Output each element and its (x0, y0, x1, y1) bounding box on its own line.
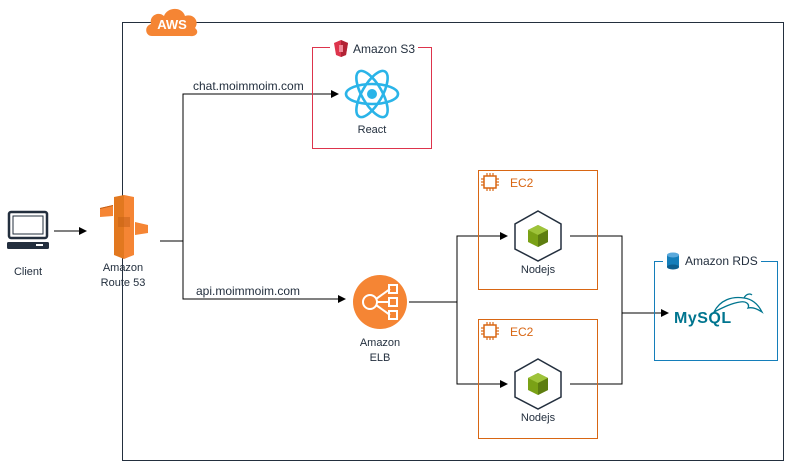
s3-bucket-icon (334, 40, 348, 57)
ec2-group-bottom-title: EC2 (510, 325, 534, 339)
aws-badge-text: AWS (157, 17, 187, 32)
ec2-chip-icon (479, 320, 501, 342)
nodejs-label-top: Nodejs (520, 264, 556, 276)
ec2-chip-icon (479, 171, 501, 193)
react-label: React (357, 124, 387, 136)
route53-node (96, 195, 152, 264)
nodejs-node-top (513, 210, 563, 267)
edge-ec2s-merge (570, 235, 623, 385)
edge-label-chat-domain: chat.moimmoim.com (193, 79, 304, 93)
nodejs-node-bottom (513, 358, 563, 415)
react-node (343, 68, 401, 125)
route53-label-line1: Amazon (102, 262, 144, 274)
edge-elb-ec2-top (456, 232, 508, 302)
edge-route53-elb (182, 241, 346, 303)
aws-badge: AWS (144, 4, 200, 38)
mysql-logo: MySQL (672, 292, 768, 334)
client-node (6, 210, 50, 257)
route53-label-line2: Route 53 (100, 277, 146, 289)
edge-elb-ec2-bottom (456, 302, 508, 388)
edge-label-api-domain: api.moimmoim.com (196, 284, 301, 298)
client-label: Client (13, 266, 43, 278)
elb-label-line2: ELB (369, 352, 391, 364)
rds-database-icon (667, 252, 679, 270)
route53-icon (100, 195, 148, 259)
elb-label-line1: Amazon (359, 337, 401, 349)
react-logo-icon (344, 69, 400, 119)
s3-group-header: Amazon S3 (330, 40, 419, 57)
mysql-logo-text: MySQL (674, 310, 732, 327)
nodejs-label-bottom: Nodejs (520, 412, 556, 424)
nodejs-hexagon-icon (514, 358, 562, 410)
elb-load-balancer-icon (353, 275, 407, 329)
rds-group-title: Amazon RDS (685, 254, 758, 268)
elb-label: Amazon ELB (346, 336, 414, 366)
aws-cloud-icon (146, 8, 198, 37)
route53-label: Amazon Route 53 (91, 261, 155, 291)
s3-group-title: Amazon S3 (353, 41, 416, 56)
elb-node (352, 274, 408, 335)
ec2-group-top-title: EC2 (510, 176, 534, 190)
edge-route53-s3 (160, 90, 339, 242)
rds-group-header: Amazon RDS (663, 252, 761, 270)
nodejs-hexagon-icon (514, 210, 562, 262)
ec2-group-top: EC2 (478, 170, 598, 290)
mysql-dolphin-icon (712, 293, 764, 314)
ec2-group-bottom: EC2 (478, 319, 598, 439)
desktop-computer-icon (7, 210, 49, 249)
